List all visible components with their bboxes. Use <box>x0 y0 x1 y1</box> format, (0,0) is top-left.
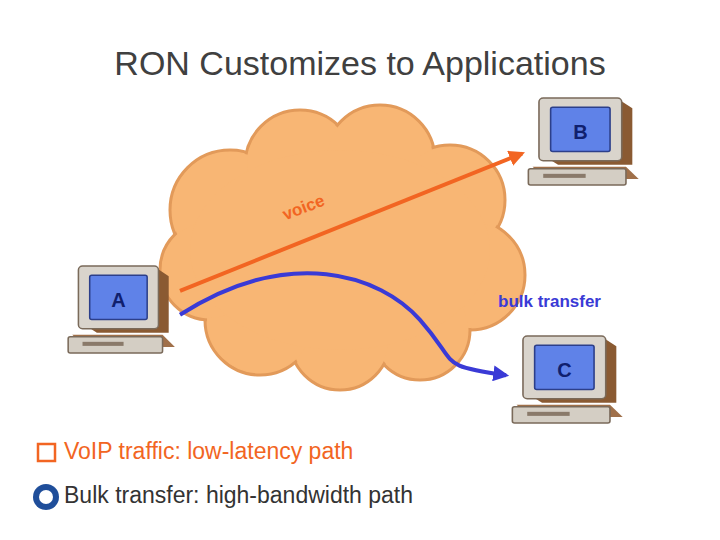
bullet-mark <box>38 444 55 461</box>
bullet-text: Bulk transfer: high-bandwidth path <box>64 482 413 509</box>
host-letter: B <box>573 121 587 144</box>
route-arrow <box>180 154 522 291</box>
route-arrow <box>180 273 506 375</box>
slide-title: RON Customizes to Applications <box>0 44 720 83</box>
computer-node: C <box>506 332 628 428</box>
logo-icon <box>33 484 59 510</box>
host-letter: A <box>111 289 125 312</box>
computer-node: A <box>62 262 180 358</box>
computer-node: B <box>522 94 644 190</box>
host-letter: C <box>557 359 571 382</box>
bullet-text: VoIP traffic: low-latency path <box>64 438 353 465</box>
route-label: bulk transfer <box>498 292 601 312</box>
